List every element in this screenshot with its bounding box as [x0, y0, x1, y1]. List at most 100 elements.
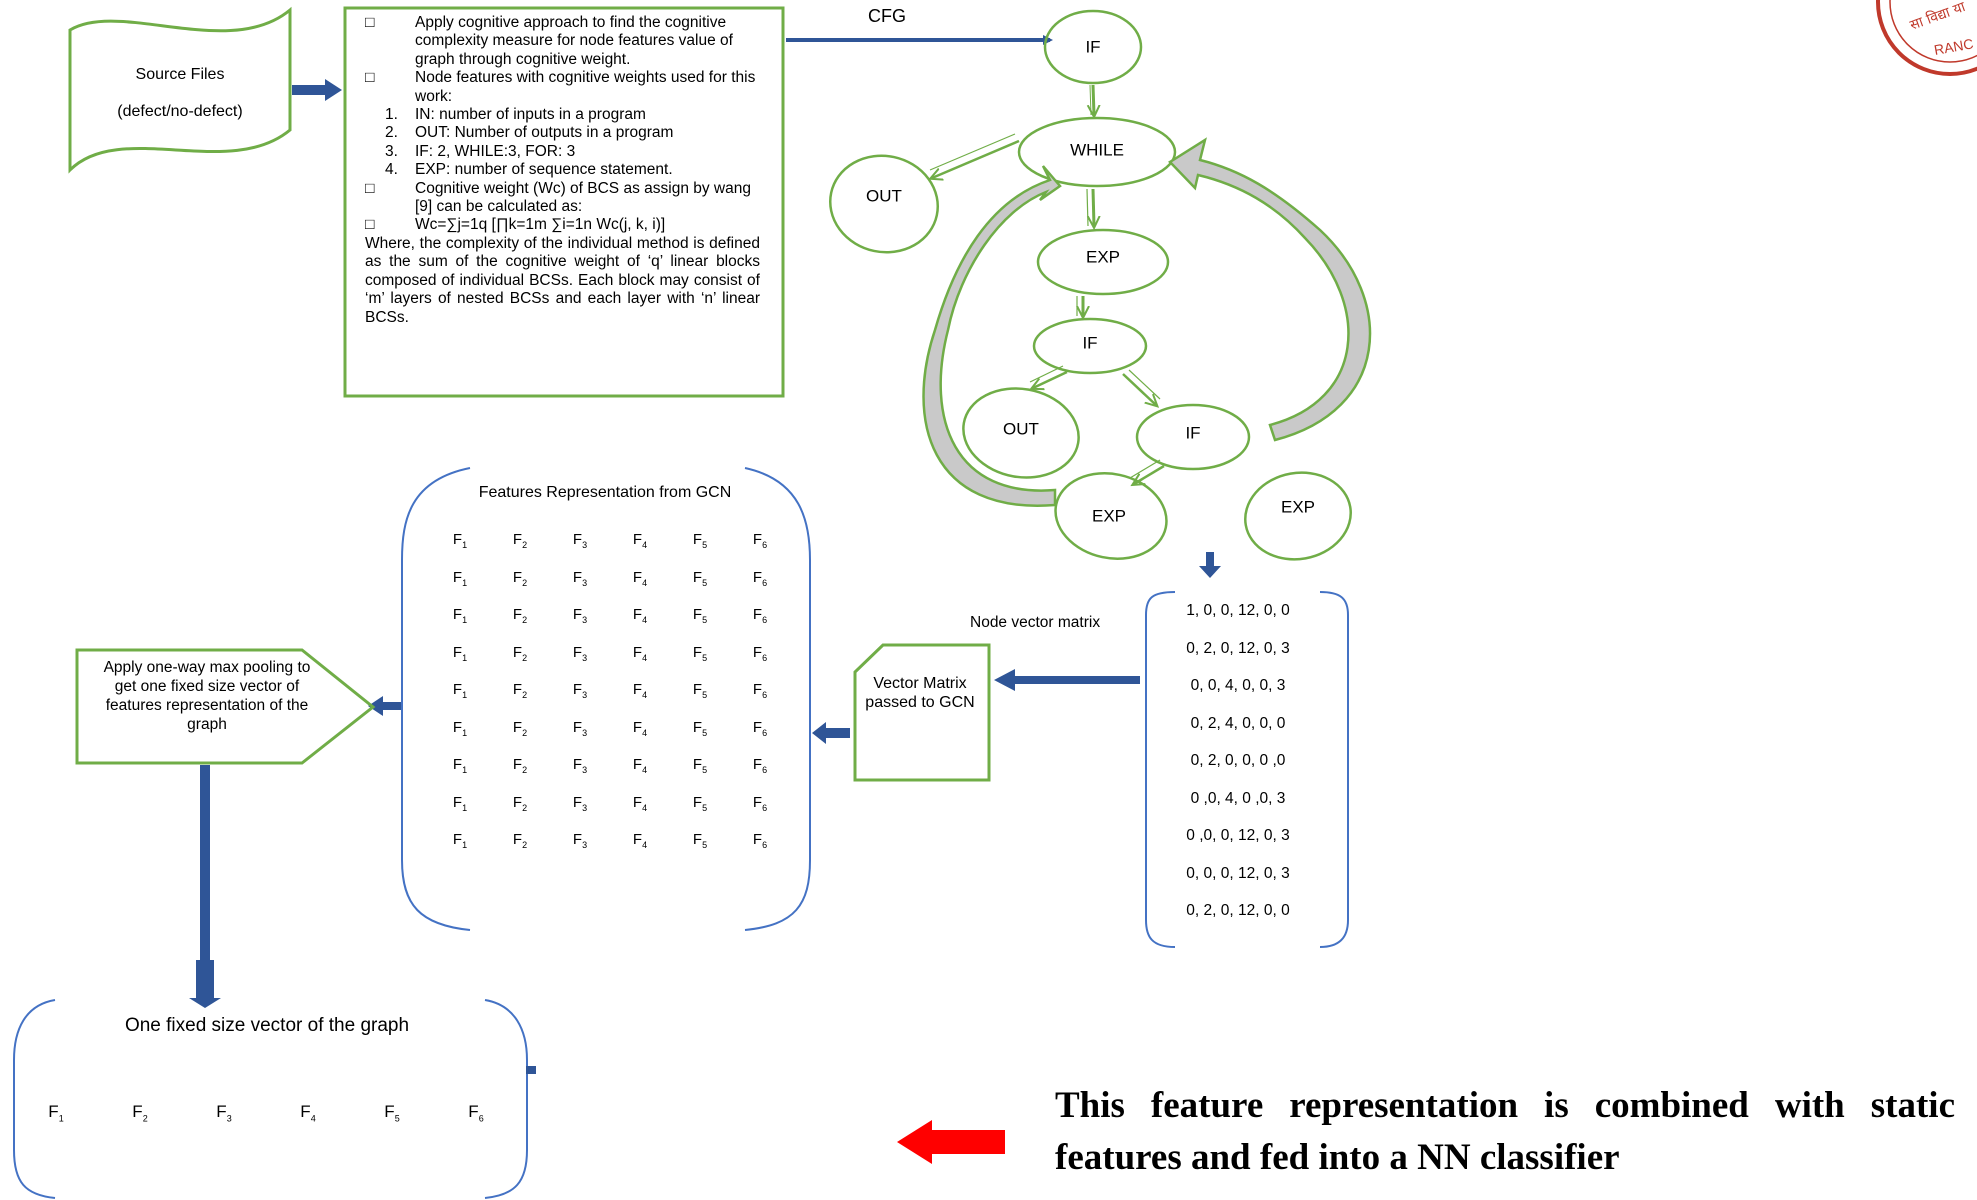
cfg-edge [932, 139, 1020, 178]
cfg-node [1036, 228, 1170, 296]
cfg-edge [1134, 464, 1165, 484]
fixed-feature: F5 [384, 1102, 400, 1124]
pooling-to-fixed-head [189, 960, 221, 1008]
source-title: Source Files [135, 66, 225, 83]
feature-cell: F6 [752, 531, 768, 551]
feature-cell: F5 [692, 793, 708, 813]
source-subtitle: (defect/no-defect) [117, 103, 243, 120]
feature-cell: F4 [632, 681, 648, 701]
feature-cell: F2 [512, 718, 528, 738]
node-vector-row: 0, 2, 0, 12, 0, 0 [1186, 902, 1290, 919]
feature-cell: F2 [512, 681, 528, 701]
cognitive-weight-formula: Wc=∑j=1q [∏k=1m ∑i=1n Wc(j, k, i)] [415, 216, 666, 234]
cfg-node-label: IF [1082, 333, 1097, 352]
fixed-feature: F3 [216, 1102, 232, 1124]
cfg-node-label: OUT [866, 186, 902, 205]
fixed-feature: F6 [468, 1102, 484, 1124]
fixed-vector-title: One fixed size vector of the graph [124, 1015, 410, 1036]
feature-cell: F6 [752, 793, 768, 813]
feature-cell: F6 [752, 568, 768, 588]
feature-cell: F1 [452, 643, 468, 663]
cfg-node-label: IF [1185, 423, 1200, 442]
logo-text-bottom: RANC [1933, 35, 1975, 58]
cfg-node-label: EXP [1086, 247, 1120, 266]
bullet-marker: □ [365, 14, 375, 31]
vector-matrix-label: Vector Matrix passed to GCN [865, 675, 975, 711]
feature-cell: F1 [452, 531, 468, 551]
cfg-edge [1089, 84, 1092, 116]
feature-cell: F5 [692, 718, 708, 738]
red-arrow [897, 1120, 1005, 1164]
pooling-box [75, 648, 376, 765]
feature-cell: F2 [512, 831, 528, 851]
fixed-vector-frame [13, 999, 528, 1199]
list-number: 4. [385, 161, 398, 179]
fixed-feature: F2 [132, 1102, 148, 1124]
feature-cell: F6 [752, 831, 768, 851]
feature-row: F1 F2 F3 F4 F5 F6 [430, 785, 790, 823]
feature-cell: F6 [752, 606, 768, 626]
feature-cell: F1 [452, 756, 468, 776]
feature-cell: F5 [692, 681, 708, 701]
feature-cell: F2 [512, 756, 528, 776]
cfg-node-label: WHILE [1070, 140, 1124, 159]
cfg-loop-left [922, 165, 1062, 507]
feature-cell: F6 [752, 718, 768, 738]
cfg-node [828, 154, 940, 254]
cfg-edge [1129, 459, 1161, 479]
feature-cell: F6 [752, 681, 768, 701]
cfg-node [1043, 9, 1143, 85]
feature-cell: F6 [752, 643, 768, 663]
feature-cell: F4 [632, 531, 648, 551]
description-box [343, 6, 785, 398]
feature-cell: F4 [632, 793, 648, 813]
feature-cell: F1 [452, 681, 468, 701]
feature-cell: F3 [572, 606, 588, 626]
pooling-label: Apply one-way max pooling to get one fix… [103, 659, 311, 733]
feature-row: F1 F2 F3 F4 F5 F6 [430, 522, 790, 560]
cfg-edge [929, 133, 1016, 171]
feature-cell: F2 [512, 568, 528, 588]
feature-cell: F4 [632, 606, 648, 626]
feature-cell: F6 [752, 756, 768, 776]
cfg-edge [1033, 370, 1068, 388]
cfg-loop-right [1168, 137, 1372, 442]
node-vector-row: 0, 2, 0, 0, 0 ,0 [1190, 752, 1286, 769]
feature-cell: F2 [512, 606, 528, 626]
description-text: □Apply cognitive approach to find the co… [355, 14, 760, 327]
feature-cell: F5 [692, 531, 708, 551]
feature-cell: F1 [452, 793, 468, 813]
feature-cell: F2 [512, 793, 528, 813]
node-vector-row: 0 ,0, 4, 0 ,0, 3 [1190, 789, 1286, 807]
feature-cell: F3 [572, 568, 588, 588]
feature-cell: F4 [632, 568, 648, 588]
description-paragraph: Where, the complexity of the individual … [365, 234, 760, 326]
cfg-node [1032, 317, 1148, 375]
feature-cell: F5 [692, 831, 708, 851]
node-vector-row: 0, 2, 0, 12, 0, 3 [1186, 639, 1290, 657]
list-number: 3. [385, 142, 398, 160]
feature-cell: F3 [572, 793, 588, 813]
feature-cell: F5 [692, 606, 708, 626]
cfg-graph: IF WHILE OUT EXP IF OUT IF EXP EXP [828, 9, 1372, 561]
feature-cell: F2 [512, 531, 528, 551]
feature-cell: F3 [572, 531, 588, 551]
description-item-1: IN: number of inputs in a program [415, 106, 646, 124]
cfg-edge [1128, 369, 1161, 400]
cfg-edge [1093, 188, 1094, 226]
feature-matrix-frame [401, 467, 811, 931]
cfg-label: CFG [868, 6, 906, 26]
source-to-desc-arrow [292, 79, 342, 101]
pooling-to-fixed-shaft [200, 765, 210, 965]
feature-cell: F4 [632, 756, 648, 776]
description-item-4: EXP: number of sequence statement. [415, 161, 673, 179]
fixed-vector-tick [526, 1066, 536, 1074]
